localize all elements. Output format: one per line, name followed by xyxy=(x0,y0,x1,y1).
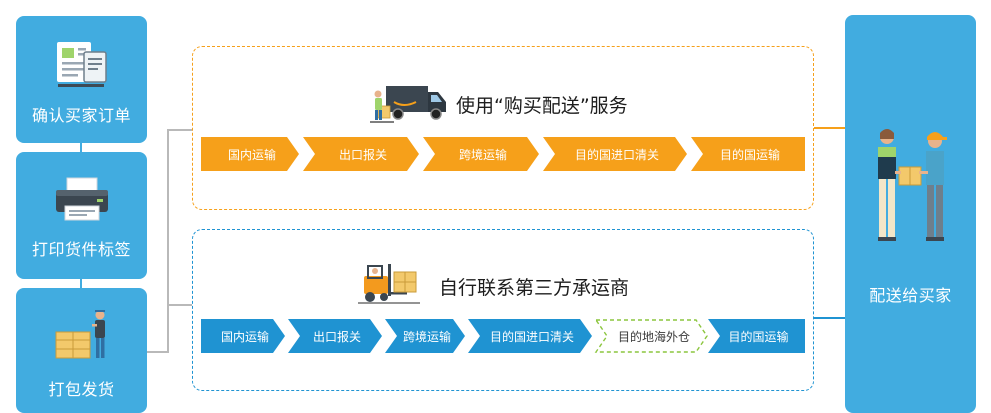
step-chevron: 目的国运输 xyxy=(691,137,805,171)
step-card-confirm-order: 确认买家订单 xyxy=(16,16,147,143)
step-chevron-label: 出口报关 xyxy=(338,147,387,162)
order-form-icon xyxy=(57,42,107,87)
step-chevron-label: 国内运输 xyxy=(220,329,269,344)
step-card-print-label: 打印货件标签 xyxy=(16,152,147,279)
step-chevron: 国内运输 xyxy=(201,137,299,171)
panel-third-party-carrier xyxy=(192,229,814,391)
printer-icon xyxy=(56,177,108,221)
panel-title-third-party-carrier: 自行联系第三方承运商 xyxy=(439,277,630,299)
step-chevron-label: 目的国进口清关 xyxy=(489,329,574,344)
step-chevron-label: 跨境运输 xyxy=(402,329,451,344)
connector-lines xyxy=(80,127,845,353)
step-chevron: 国内运输 xyxy=(201,319,285,353)
optional-step-label: 目的地海外仓 xyxy=(617,329,690,344)
step-chevron: 目的国进口清关 xyxy=(543,137,687,171)
final-card-deliver-to-buyer: 配送给买家 xyxy=(845,15,976,413)
step-chevron-label: 跨境运输 xyxy=(458,147,507,162)
step-chevron: 目的国运输 xyxy=(708,319,805,353)
delivery-handover-icon xyxy=(878,129,947,241)
step-chevron-label: 目的国运输 xyxy=(728,329,789,344)
packing-worker-icon xyxy=(55,310,105,359)
step-label: 确认买家订单 xyxy=(31,106,131,125)
step-chevron: 目的国进口清关 xyxy=(468,319,592,353)
step-label: 打包发货 xyxy=(48,380,115,399)
step-chevron-label: 出口报关 xyxy=(312,329,361,344)
delivery-van-icon xyxy=(370,86,446,123)
panel-title-buy-shipping: 使用“购买配送”服务 xyxy=(456,95,628,117)
step-chevron-label: 国内运输 xyxy=(227,147,276,162)
step-card-pack-ship: 打包发货 xyxy=(16,288,147,413)
final-card-label: 配送给买家 xyxy=(869,286,952,305)
step-chevron-label: 目的国进口清关 xyxy=(574,147,659,162)
forklift-icon xyxy=(358,264,420,304)
panel-buy-shipping xyxy=(192,46,814,210)
step-chevron: 出口报关 xyxy=(303,137,419,171)
step-chevron-label: 目的国运输 xyxy=(719,147,780,162)
step-label: 打印货件标签 xyxy=(31,240,131,259)
step-chevron: 跨境运输 xyxy=(423,137,539,171)
step-chevron: 出口报关 xyxy=(288,319,382,353)
optional-step-chevron xyxy=(594,319,708,353)
step-chevron: 跨境运输 xyxy=(385,319,465,353)
